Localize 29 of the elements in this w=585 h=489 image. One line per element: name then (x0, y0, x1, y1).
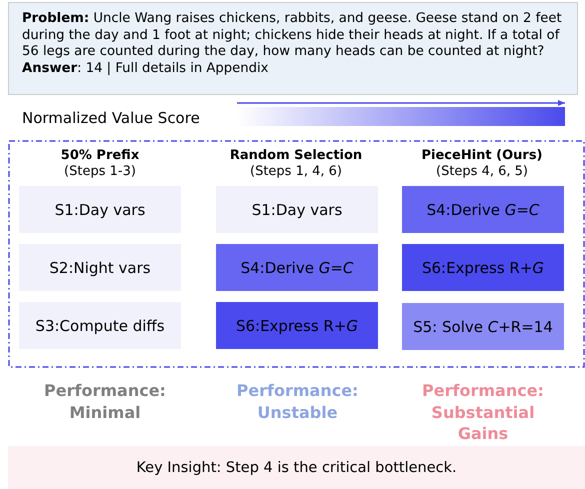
column-heading: Random Selection (228, 147, 364, 165)
performance-label: Performance: Unstable (236, 380, 360, 424)
step-text: S4:Derive G=C (426, 200, 540, 218)
column-subheading: (Steps 4, 6, 5) (435, 163, 529, 181)
step-box (216, 302, 378, 349)
step-text: S4:Derive G=C (240, 258, 354, 276)
column-subheading: (Steps 1, 4, 6) (249, 163, 343, 181)
answer-text: Answer: 14 | Full details in Appendix (22, 60, 270, 77)
step-box (402, 244, 564, 291)
step-text: S6:Express R+G (422, 258, 544, 276)
step-box (402, 303, 564, 350)
column-heading: PieceHint (Ours) (420, 147, 544, 165)
step-text: S1:Day vars (252, 200, 342, 218)
insight-text: Key Insight: Step 4 is the critical bottleneck. (136, 460, 457, 476)
step-text: S1:Day vars (54, 200, 146, 218)
comparison-frame (8, 140, 585, 368)
step-text: S5: Solve C+R=14 (413, 318, 553, 336)
step-text: S2:Night vars (49, 258, 151, 276)
column-subheading: (Steps 1-3) (63, 163, 137, 181)
problem-text: Problem: Uncle Wang raises chickens, rabbits, and geese. Geese stand on 2 feet during the day and 1 foot at night; chickens hide their heads at night. If a total of 56 legs are counted during the day, how many heads can be counted at night? (22, 11, 563, 60)
step-text: S3:Compute diffs (35, 316, 165, 334)
step-text: S6:Express R+G (236, 316, 358, 334)
scale-label: Normalized Value Score (22, 108, 201, 128)
problem-panel (8, 2, 578, 95)
performance-label: Performance: Substantial Gains (421, 380, 545, 445)
step-box (216, 244, 378, 291)
step-box (402, 186, 564, 233)
column-heading: 50% Prefix (60, 147, 140, 165)
performance-label: Performance: Minimal (43, 380, 167, 424)
